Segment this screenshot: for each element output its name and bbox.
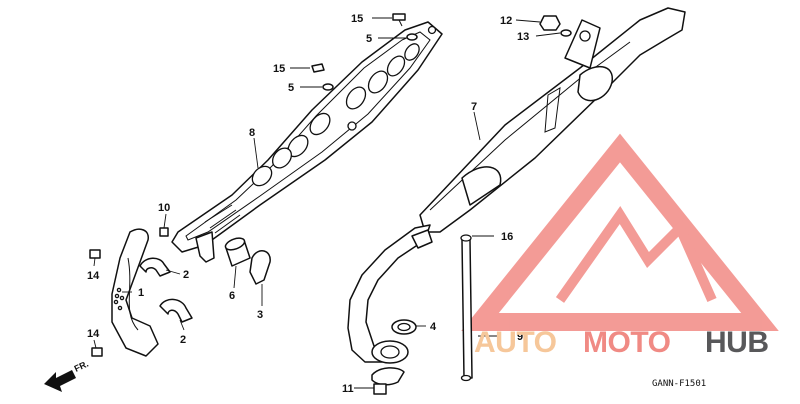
- callout-7: 7: [471, 101, 477, 113]
- callout-14-upper: 14: [87, 270, 100, 282]
- collar: [224, 237, 251, 267]
- drain-tube: [460, 234, 473, 382]
- callout-13: 13: [517, 31, 529, 43]
- callout-6: 6: [229, 290, 235, 302]
- watermark-logo: [461, 133, 779, 331]
- callout-11: 11: [342, 383, 354, 395]
- leader-lines: [93, 17, 561, 389]
- callout-5-lower: 5: [288, 82, 294, 94]
- callout-4: 4: [430, 321, 437, 333]
- callout-2-upper: 2: [183, 269, 189, 281]
- callout-12: 12: [500, 15, 512, 27]
- direction-label: FR.: [73, 359, 90, 374]
- exhaust-pipe: [347, 224, 433, 386]
- callout-labels: 15 5 15 5 12 13 7 8 10 16 9 4 11 2 2 6 3…: [87, 13, 529, 395]
- heat-shield: [171, 21, 443, 263]
- callout-8: 8: [249, 127, 255, 139]
- callout-2-lower: 2: [180, 334, 186, 346]
- callout-15-upper: 15: [351, 13, 363, 25]
- fasteners: [89, 13, 572, 395]
- front-direction-arrow: FR.: [44, 359, 90, 392]
- callout-16: 16: [501, 231, 513, 243]
- callout-3: 3: [257, 309, 263, 321]
- watermark-auto: AUTO: [474, 326, 557, 359]
- band: [249, 250, 271, 285]
- pipe-protector: [111, 228, 159, 357]
- callout-5-upper: 5: [366, 33, 372, 45]
- gasket: [391, 319, 417, 335]
- upper-clamp: [139, 257, 171, 277]
- watermark-hub: HUB: [705, 326, 769, 359]
- diagram-code: GANN-F1501: [652, 379, 706, 389]
- callout-14-lower: 14: [87, 328, 100, 340]
- callout-9: 9: [517, 331, 523, 343]
- muffler: [419, 7, 686, 233]
- watermark-moto: MOTO: [583, 326, 671, 359]
- lower-clamp: [159, 298, 193, 323]
- watermark-wordmark: AUTO MOTO HUB: [474, 326, 769, 359]
- callout-15-lower: 15: [273, 63, 285, 75]
- callout-1: 1: [138, 287, 144, 299]
- callout-10: 10: [158, 202, 170, 214]
